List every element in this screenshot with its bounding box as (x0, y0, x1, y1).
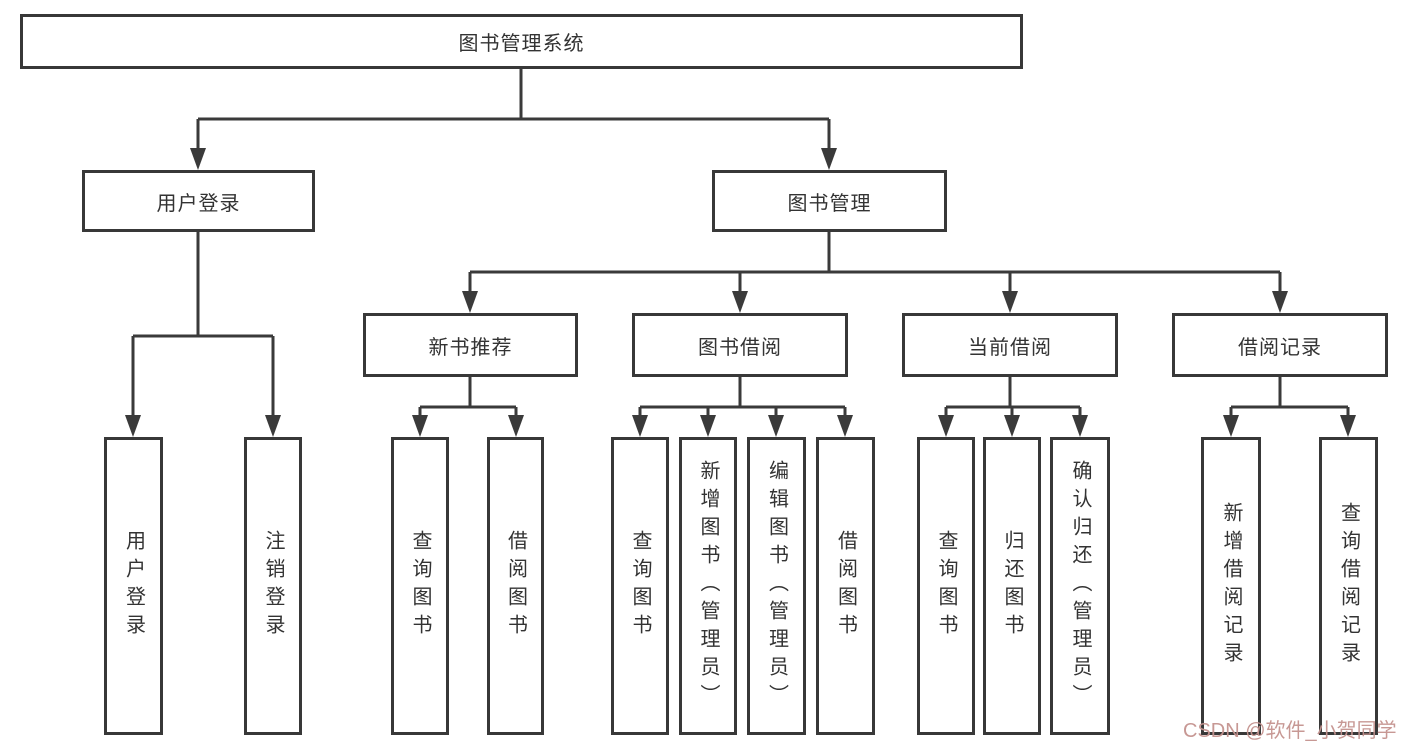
connector-user-login-children (125, 232, 281, 437)
arrowhead (1223, 415, 1239, 437)
connector-book-borrow-children (632, 377, 853, 437)
node-logout: 注销登录 (244, 437, 302, 735)
arrowhead (837, 415, 853, 437)
node-borrow-records: 借阅记录 (1172, 313, 1388, 377)
node-confirm-return-admin: 确认归还（管理员） (1050, 437, 1110, 735)
node-query-books-recommend: 查询图书 (391, 437, 449, 735)
node-root: 图书管理系统 (20, 14, 1023, 69)
node-borrow-book-leaf: 借阅图书 (816, 437, 875, 735)
arrowhead (190, 148, 206, 170)
connector-current-borrow-children (938, 377, 1088, 437)
node-return-book: 归还图书 (983, 437, 1041, 735)
arrowhead (412, 415, 428, 437)
node-add-book-admin: 新增图书（管理员） (679, 437, 737, 735)
arrowhead (700, 415, 716, 437)
node-book-management: 图书管理 (712, 170, 947, 232)
node-query-books-borrow: 查询图书 (611, 437, 669, 735)
node-query-borrow-record: 查询借阅记录 (1319, 437, 1378, 735)
arrowhead (938, 415, 954, 437)
node-new-book-recommend: 新书推荐 (363, 313, 578, 377)
arrowhead (462, 291, 478, 313)
node-book-borrow: 图书借阅 (632, 313, 848, 377)
csdn-watermark: CSDN @软件_小贺同学 (1183, 720, 1397, 742)
connector-book-management-children (462, 232, 1288, 313)
connector-root-to-level2 (190, 68, 837, 170)
node-borrow-book-recommend: 借阅图书 (487, 437, 544, 735)
arrowhead (1272, 291, 1288, 313)
connector-new-book-recommend-children (412, 377, 524, 437)
node-query-books-current: 查询图书 (917, 437, 975, 735)
arrowhead (732, 291, 748, 313)
arrowhead (1072, 415, 1088, 437)
node-add-borrow-record: 新增借阅记录 (1201, 437, 1261, 735)
arrowhead (125, 415, 141, 437)
arrowhead (1004, 415, 1020, 437)
arrowhead (1002, 291, 1018, 313)
node-edit-book-admin: 编辑图书（管理员） (747, 437, 806, 735)
arrowhead (508, 415, 524, 437)
node-user-login: 用户登录 (82, 170, 315, 232)
node-user-login-leaf: 用户登录 (104, 437, 163, 735)
connector-borrow-records-children (1223, 377, 1356, 437)
arrowhead (632, 415, 648, 437)
node-current-borrow: 当前借阅 (902, 313, 1118, 377)
arrowhead (821, 148, 837, 170)
arrowhead (265, 415, 281, 437)
arrowhead (768, 415, 784, 437)
arrowhead (1340, 415, 1356, 437)
